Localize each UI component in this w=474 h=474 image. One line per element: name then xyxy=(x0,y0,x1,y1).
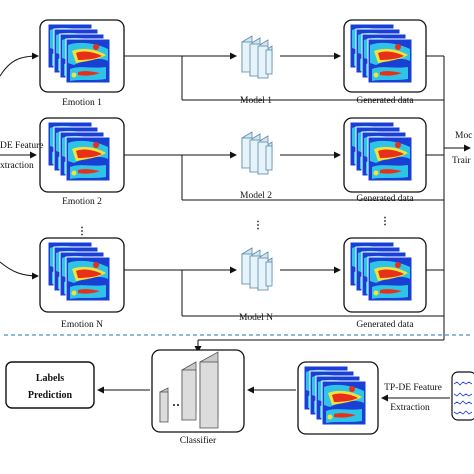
emotion-1-group: Emotion 1 xyxy=(39,19,125,108)
model-training-label-1: Moc xyxy=(455,131,472,141)
model-2-block xyxy=(241,131,273,175)
svg-text:Emotion 2: Emotion 2 xyxy=(62,197,102,207)
generated-1-group: Generated data xyxy=(343,19,427,106)
emotion-n-group: Emotion N xyxy=(39,237,125,330)
labels-prediction-box: Labels Prediction xyxy=(5,361,95,409)
model-1-block xyxy=(241,35,273,79)
model-2-label: Model 2 xyxy=(240,191,272,201)
svg-text:Emotion N: Emotion N xyxy=(61,320,103,330)
svg-text:Labels: Labels xyxy=(36,373,64,384)
svg-text:Generated data: Generated data xyxy=(356,320,414,330)
tp-de-extraction-label: Extraction xyxy=(390,403,430,413)
model-1-label: Model 1 xyxy=(240,96,272,106)
emotion-2-group: Emotion 2 xyxy=(39,117,125,207)
svg-text:Classifier: Classifier xyxy=(180,435,217,446)
extraction-left-label: xtraction xyxy=(0,161,34,171)
de-feature-label: DE Feature xyxy=(0,141,44,151)
generated-n-group: Generated data xyxy=(343,237,427,330)
ellipsis-emotion: ⋮ xyxy=(77,226,87,237)
ellipsis-model: ⋮ xyxy=(253,220,263,231)
test-data-box xyxy=(297,361,379,435)
classifier-box: Classifier xyxy=(151,349,245,446)
model-n-label: Model N xyxy=(239,313,273,323)
generated-2-group: Generated data xyxy=(343,117,427,204)
tp-de-feature-label: TP-DE Feature xyxy=(384,383,442,393)
model-training-label-2: Trair xyxy=(452,156,471,166)
eeg-signal-box xyxy=(451,371,474,421)
svg-text:Generated data: Generated data xyxy=(356,96,414,106)
emotion-1-label: Emotion 1 xyxy=(62,98,102,108)
ellipsis-generated: ⋮ xyxy=(380,216,390,227)
svg-text:Prediction: Prediction xyxy=(28,390,73,401)
svg-text:Generated data: Generated data xyxy=(356,194,414,204)
model-n-block xyxy=(241,247,273,291)
